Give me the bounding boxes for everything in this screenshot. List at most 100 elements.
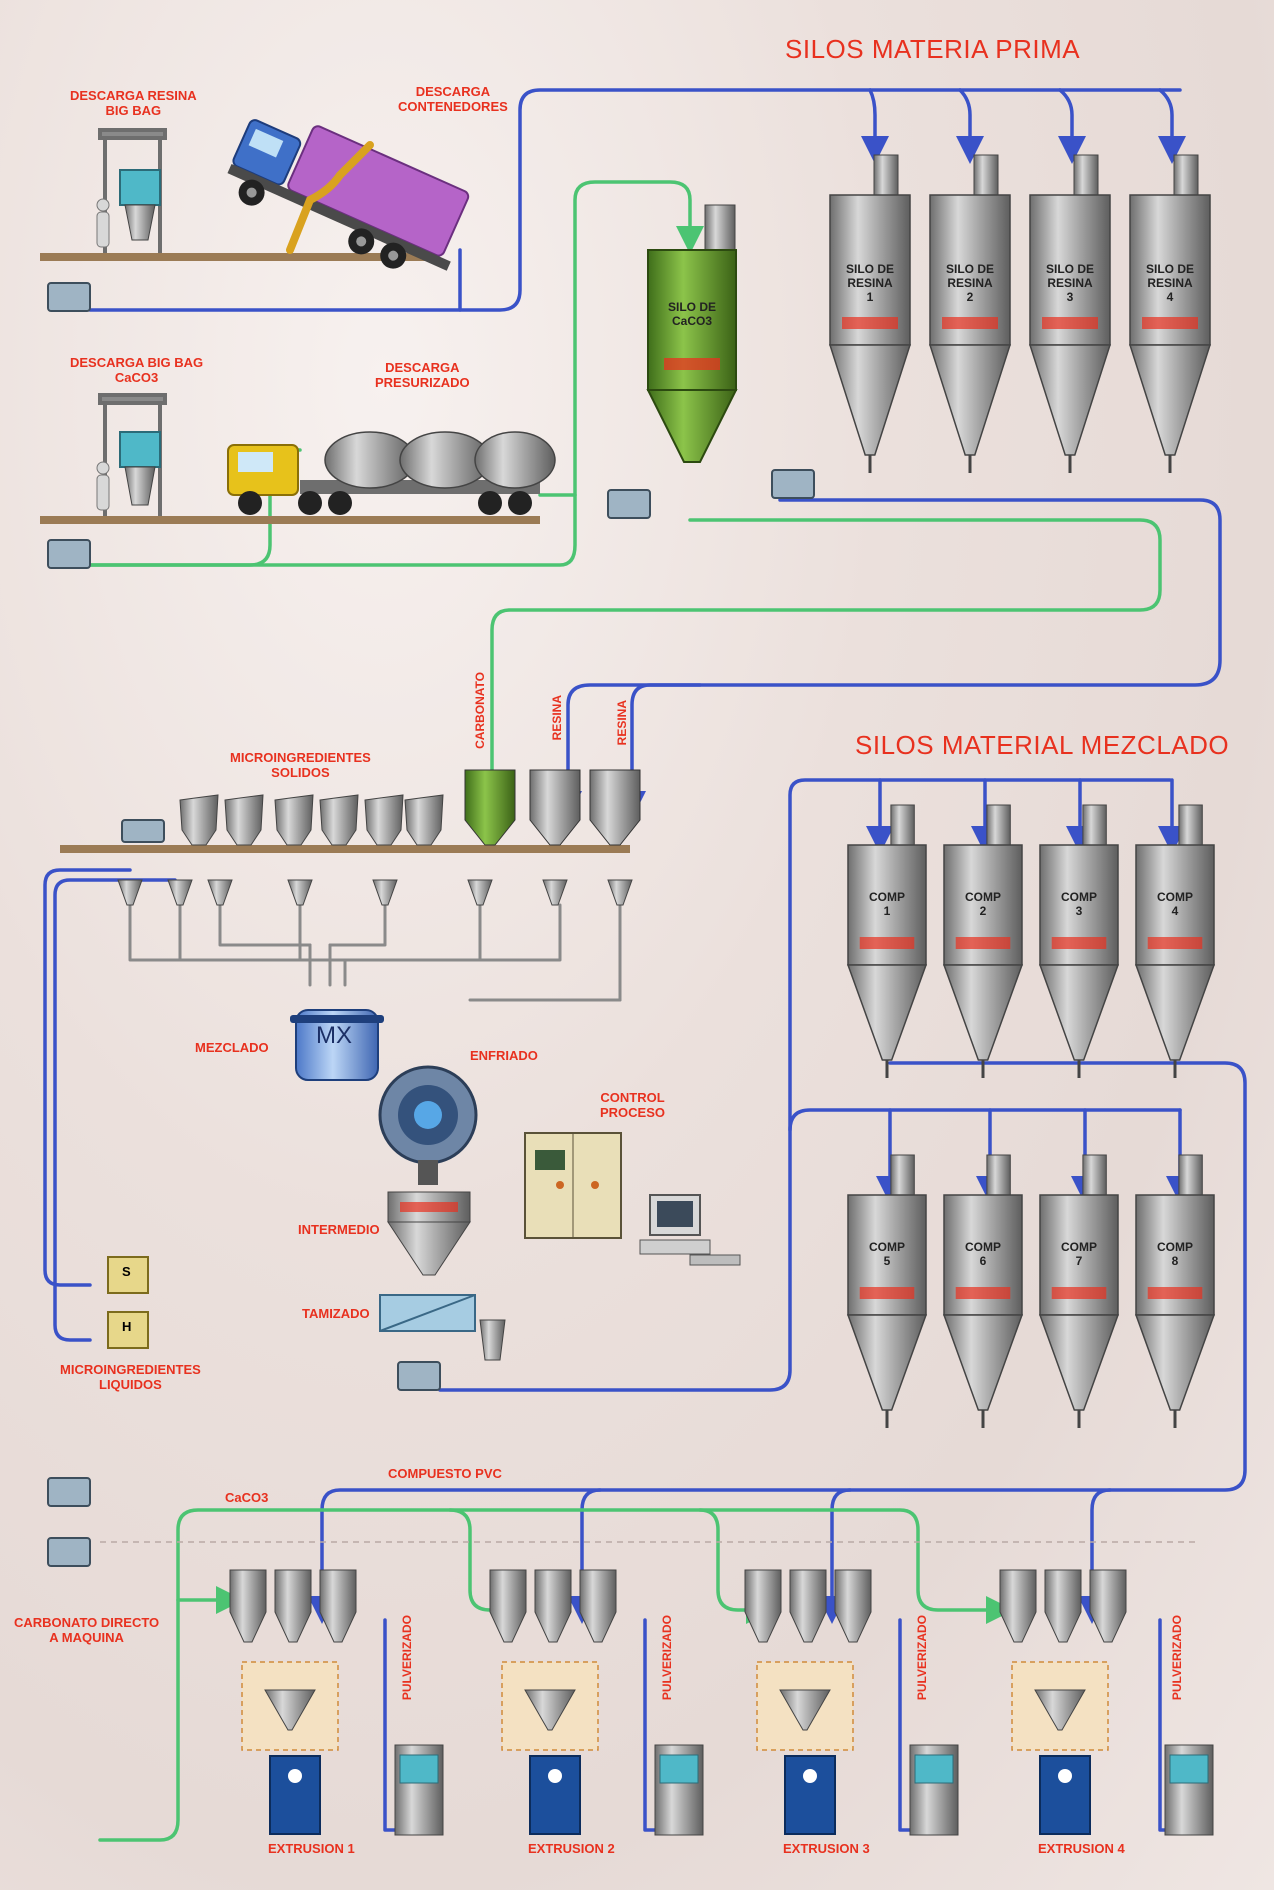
blower-units xyxy=(47,282,815,1567)
liquid-tank-s xyxy=(107,1256,149,1294)
raw-silo-4-inlet xyxy=(1158,88,1186,164)
computer xyxy=(639,1194,741,1266)
comp-silo-label-8: COMP 8 xyxy=(1157,1240,1193,1268)
mixer-inlet-line xyxy=(308,943,347,987)
container-chute xyxy=(286,141,374,254)
micro-hopper-1 xyxy=(179,794,219,846)
sieve xyxy=(379,1294,506,1361)
raw-silo-bank xyxy=(828,154,1212,473)
comp-silo-8 xyxy=(1134,1154,1216,1428)
comp-silo-label-6: COMP 6 xyxy=(965,1240,1001,1268)
comp-silo-label-1: COMP 1 xyxy=(869,890,905,918)
weigher-2 xyxy=(529,769,581,846)
raw-silo-label-2: SILO DE RESINA 2 xyxy=(945,262,994,304)
resin-to-weigher-line xyxy=(554,498,1222,819)
caco3-main-line xyxy=(88,180,704,567)
dosing-valve-5 xyxy=(372,879,398,906)
resin-to-weigher-line-b xyxy=(618,683,702,819)
extruder-label-2: EXTRUSION 2 xyxy=(528,1841,615,1856)
comp-silo-5 xyxy=(846,1154,928,1428)
dosing-valve-2 xyxy=(167,879,193,906)
control-panel xyxy=(524,1132,622,1239)
ext4-compound-inlet xyxy=(1078,1488,1112,1624)
pulverizado-label-4: PULVERIZADO xyxy=(1170,1615,1184,1701)
pulverizado-label-2: PULVERIZADO xyxy=(660,1615,674,1701)
extruder-lines xyxy=(229,1569,1214,1836)
caco3-out-line xyxy=(478,518,1162,819)
label-caco3: CaCO3 xyxy=(225,1490,269,1505)
comp-silo-label-4: COMP 4 xyxy=(1157,890,1193,918)
comp-silo-1 xyxy=(846,804,928,1078)
tank-h-label: H xyxy=(122,1319,132,1334)
comp-silo-label-7: COMP 7 xyxy=(1061,1240,1097,1268)
label-enfriado: ENFRIADO xyxy=(470,1048,538,1063)
label-compuesto: COMPUESTO PVC xyxy=(388,1466,502,1481)
raw-silo-3-inlet xyxy=(1058,88,1086,164)
operator-1 xyxy=(96,198,110,248)
compound-feed-line xyxy=(308,1061,1247,1624)
micro-hopper-3 xyxy=(274,794,314,846)
mixed-silo-bank xyxy=(846,804,1216,1428)
comp-silo-label-2: COMP 2 xyxy=(965,890,1001,918)
raw-silo-1 xyxy=(828,154,912,473)
cooler xyxy=(378,1065,478,1185)
extruder-label-4: EXTRUSION 4 xyxy=(1038,1841,1125,1856)
dosing-valve-7 xyxy=(542,879,568,906)
label-micro-solidos: MICROINGREDIENTES SOLIDOS xyxy=(230,750,371,780)
mixed-bank2-line xyxy=(788,1108,1182,1132)
liquid-tank-h xyxy=(107,1311,149,1349)
intermediate-hopper xyxy=(387,1191,471,1276)
dosing-valve-3 xyxy=(207,879,233,906)
tipper-truck xyxy=(227,119,470,271)
mixer-label: MX xyxy=(316,1022,352,1049)
operator-2 xyxy=(96,461,110,511)
micro-collector-line xyxy=(128,888,622,1002)
ext3-caco3-inlet xyxy=(698,1508,774,1624)
raw-silo-4 xyxy=(1128,154,1212,473)
comp-silo-4 xyxy=(1134,804,1216,1078)
tank-s-label: S xyxy=(122,1264,131,1279)
heading-raw-silos: SILOS MATERIA PRIMA xyxy=(785,34,1081,64)
liquid-micro-line xyxy=(43,868,132,1287)
micro-hopper-6 xyxy=(404,794,444,846)
dosing-valve-4 xyxy=(287,879,313,906)
comp-silo-2 xyxy=(942,804,1024,1078)
raw-silo-2 xyxy=(928,154,1012,473)
floor-caco3-unloading xyxy=(40,516,540,524)
comp-silo-label-3: COMP 3 xyxy=(1061,890,1097,918)
label-descarga-presurizado: DESCARGA PRESURIZADO xyxy=(375,360,470,390)
comp-silo-label-5: COMP 5 xyxy=(869,1240,905,1268)
pulverizado-label-1: PULVERIZADO xyxy=(400,1615,414,1701)
bigbag-caco3 xyxy=(119,431,161,468)
bigbag-resin xyxy=(119,169,161,206)
label-resina-a: RESINA xyxy=(550,695,564,741)
bigbag-caco3-hopper xyxy=(124,466,156,506)
sieve-to-mixed-line xyxy=(438,778,1172,1392)
label-intermedio: INTERMEDIO xyxy=(298,1222,380,1237)
label-micro-liquidos: MICROINGREDIENTES LIQUIDOS xyxy=(60,1362,201,1392)
raw-silo-label-1: SILO DE RESINA 1 xyxy=(845,262,894,304)
extruder-label-3: EXTRUSION 3 xyxy=(783,1841,870,1856)
raw-silo-label-4: SILO DE RESINA 4 xyxy=(1145,262,1194,304)
raw-silo-3 xyxy=(1028,154,1112,473)
raw-silo-1-inlet xyxy=(861,88,889,164)
label-descarga-resina: DESCARGA RESINA BIG BAG xyxy=(70,88,197,118)
label-control: CONTROL PROCESO xyxy=(600,1090,666,1120)
extruder-line-3 xyxy=(744,1569,959,1836)
label-resina-b: RESINA xyxy=(615,700,629,746)
extruder-line-1 xyxy=(229,1569,444,1836)
caco3-silo xyxy=(646,204,738,463)
comp-silo-7 xyxy=(1038,1154,1120,1428)
floor-weighing xyxy=(60,845,630,853)
resin-feed-line xyxy=(88,88,1182,312)
label-descarga-contenedores: DESCARGA CONTENEDORES xyxy=(398,84,508,114)
heading-mixed-silos: SILOS MATERIAL MEZCLADO xyxy=(855,730,1230,760)
raw-silo-2-inlet xyxy=(956,88,984,164)
ext2-caco3-inlet xyxy=(448,1508,524,1624)
weigher-1 xyxy=(464,769,516,846)
weigher-3 xyxy=(589,769,641,846)
caco3-direct-line xyxy=(98,1508,1014,1842)
dosing-valve-8 xyxy=(607,879,633,906)
